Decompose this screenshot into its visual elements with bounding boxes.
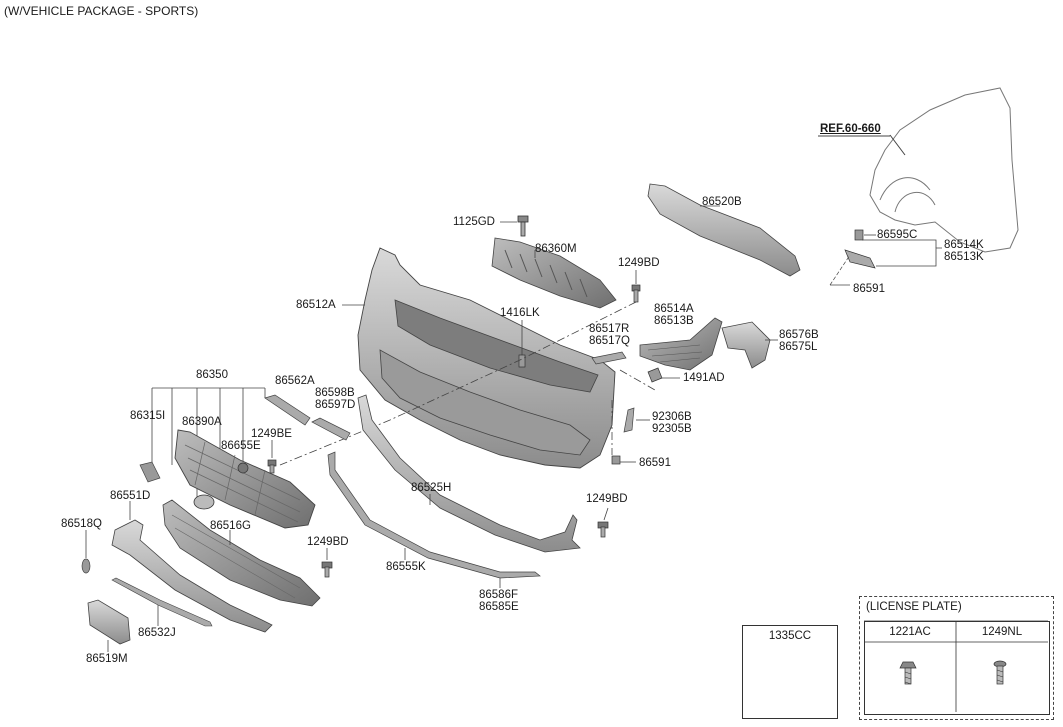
- label-86555K: 86555K: [386, 561, 426, 573]
- label-86595C: 86595C: [877, 229, 918, 241]
- fender-outline: [869, 87, 1019, 253]
- part-86576B-shape: [721, 321, 771, 369]
- grille-mesh-86514A: [647, 344, 703, 363]
- license-plate-box: [859, 596, 1054, 720]
- label-86512A: 86512A: [296, 299, 336, 311]
- label-86519M: 86519M: [86, 653, 128, 665]
- label-86513B: 86513B: [654, 315, 694, 327]
- label-1125GD: 1125GD: [453, 216, 495, 228]
- leaders-86514K: [862, 234, 942, 267]
- label-86576B: 86576B: [779, 329, 819, 341]
- clip-1491AD: [647, 367, 663, 383]
- label-1249BD-right: 1249BD: [586, 493, 628, 505]
- label-86350: 86350: [196, 369, 228, 381]
- screw-1249NL-drawing: [993, 660, 1007, 685]
- label-86591-mid: 86591: [639, 457, 671, 469]
- label-86517R: 86517R: [589, 323, 630, 335]
- leader-1249BD-right: [603, 507, 609, 521]
- label-86514K: 86514K: [944, 239, 984, 251]
- label-92305B: 92305B: [652, 423, 692, 435]
- label-86585E: 86585E: [479, 601, 519, 613]
- part-86598B-shape: [311, 417, 351, 441]
- label-86597D: 86597D: [315, 399, 356, 411]
- bolt-1249BE: [267, 459, 277, 474]
- part-86390A-shape: [174, 429, 316, 529]
- part-86525H-shape: [357, 394, 581, 553]
- label-86390A: 86390A: [182, 416, 222, 428]
- hardware-box-label: 1335CC: [768, 630, 812, 642]
- label-86575L: 86575L: [779, 341, 818, 353]
- part-86517R-shape: [591, 351, 627, 365]
- screw-1125GD: [517, 215, 529, 237]
- label-86562A: 86562A: [275, 375, 315, 387]
- label-86520B: 86520B: [702, 196, 742, 208]
- label-86598B: 86598B: [315, 387, 355, 399]
- label-86586F: 86586F: [479, 589, 519, 601]
- bumper-upper-opening: [394, 299, 599, 393]
- label-1416LK: 1416LK: [500, 307, 540, 319]
- label-86516G: 86516G: [210, 520, 251, 532]
- absorber-slots: [504, 249, 588, 298]
- part-86519M-shape: [87, 599, 131, 645]
- label-86655E: 86655E: [221, 440, 261, 452]
- license-plate-title: (LICENSE PLATE): [866, 601, 962, 613]
- label-86591-top: 86591: [853, 283, 885, 295]
- label-86551D: 86551D: [110, 490, 151, 502]
- emblem-shape: [193, 494, 215, 510]
- part-92306B-shape: [623, 407, 635, 433]
- grille-mesh-86516G: [171, 514, 301, 599]
- part-86520B-shape: [647, 183, 801, 277]
- package-note: (W/VEHICLE PACKAGE - SPORTS): [4, 4, 199, 18]
- bumper-lower-opening: [379, 349, 591, 456]
- grille-mesh-86390A: [184, 441, 301, 523]
- license-plate-col-1249NL: 1249NL: [981, 626, 1023, 638]
- part-86562A-shape: [264, 394, 311, 426]
- part-86532J-shape: [111, 577, 213, 627]
- assembly-centerlines: [279, 301, 656, 466]
- part-86551D-shape: [111, 519, 273, 633]
- leader-86591-top-dash: [829, 254, 851, 286]
- label-92306B: 92306B: [652, 411, 692, 423]
- label-86360M: 86360M: [535, 243, 577, 255]
- brackets-86595C: [844, 229, 876, 269]
- label-86315I: 86315I: [130, 410, 166, 422]
- clip-86591-mid: [611, 455, 621, 465]
- license-plate-col-1221AC: 1221AC: [889, 626, 931, 638]
- label-86513K: 86513K: [944, 251, 984, 263]
- label-86532J: 86532J: [138, 627, 176, 639]
- part-86555K-shape: [327, 451, 541, 579]
- part-86518Q-shape: [81, 558, 91, 574]
- bolt-1249BD-top: [631, 284, 641, 303]
- label-86514A: 86514A: [654, 303, 694, 315]
- label-86518Q: 86518Q: [61, 518, 102, 530]
- label-1491AD: 1491AD: [683, 372, 725, 384]
- label-1249BD-low: 1249BD: [307, 536, 349, 548]
- part-86514A-shape: [639, 317, 723, 371]
- reference-label: REF.60-660: [820, 123, 881, 135]
- ref-leader: [889, 134, 906, 156]
- screw-1221AC-drawing: [899, 661, 917, 685]
- hardware-box: [742, 625, 838, 719]
- bolt-1249BD-low: [321, 561, 333, 578]
- nut-86655E: [237, 462, 249, 474]
- part-86315I-shape: [139, 461, 161, 483]
- label-86525H: 86525H: [411, 482, 452, 494]
- label-1249BE: 1249BE: [251, 428, 292, 440]
- label-86517Q: 86517Q: [589, 335, 630, 347]
- clip-1416LK: [518, 354, 526, 368]
- bolt-1249BD-right: [597, 521, 609, 538]
- license-plate-table: [864, 621, 1050, 715]
- label-1249BD-top: 1249BD: [618, 257, 660, 269]
- part-86516G-shape: [162, 499, 321, 607]
